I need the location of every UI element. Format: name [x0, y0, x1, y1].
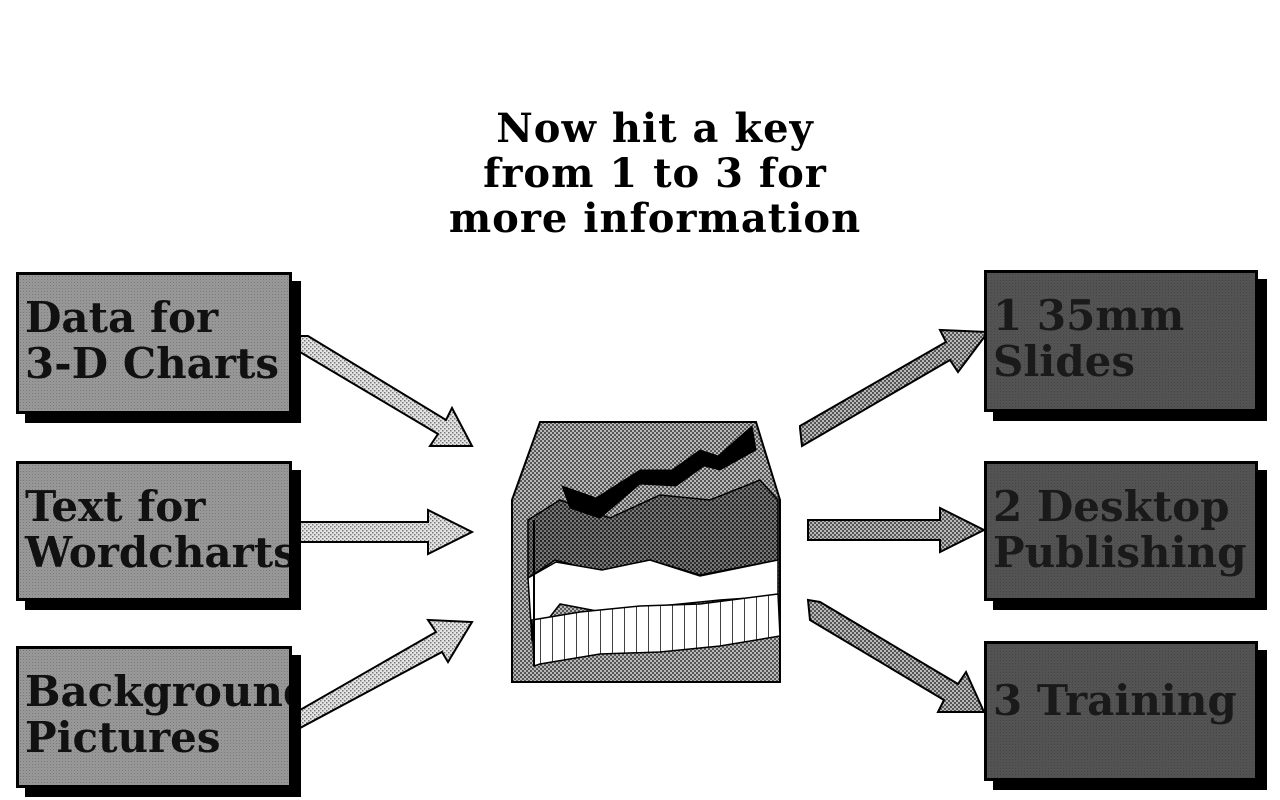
input-box-label: Pictures [25, 713, 221, 762]
input-box-label: Data for [25, 293, 219, 342]
headline-line-2: from 1 to 3 for [483, 150, 827, 197]
input-box-text-wordcharts: Text for Wordcharts [16, 461, 292, 601]
input-box-label: 3-D Charts [25, 339, 280, 388]
headline-line-3: more information [448, 195, 862, 242]
arrow-chart-to-slides [799, 328, 990, 448]
option-box-label: 2 Desktop [993, 482, 1230, 531]
arrow-chart-to-training [806, 598, 986, 713]
arrow-chart-to-publishing [807, 506, 987, 554]
input-box-background-pictures: Background Pictures [16, 646, 292, 788]
arrow-text-to-chart [295, 508, 475, 556]
option-box-label: Publishing [993, 528, 1247, 577]
option-box-label: 1 35mm [993, 291, 1185, 340]
input-box-data-charts: Data for 3-D Charts [16, 272, 292, 414]
option-box-desktop-publishing[interactable]: 2 Desktop Publishing [984, 461, 1258, 601]
option-box-training[interactable]: 3 Training [984, 641, 1258, 781]
option-box-label: 3 Training [993, 676, 1237, 725]
input-box-label: Background [25, 667, 292, 716]
arrow-data-to-chart [296, 335, 474, 447]
input-box-label: Text for [25, 482, 206, 531]
3d-chart-icon [511, 421, 781, 683]
headline-line-1: Now hit a key [496, 105, 814, 152]
option-box-label: Slides [993, 337, 1135, 386]
arrow-background-to-chart [296, 618, 474, 730]
input-box-label: Wordcharts [25, 528, 292, 577]
option-box-35mm-slides[interactable]: 1 35mm Slides [984, 270, 1258, 412]
headline: Now hit a key from 1 to 3 for more infor… [420, 106, 890, 241]
